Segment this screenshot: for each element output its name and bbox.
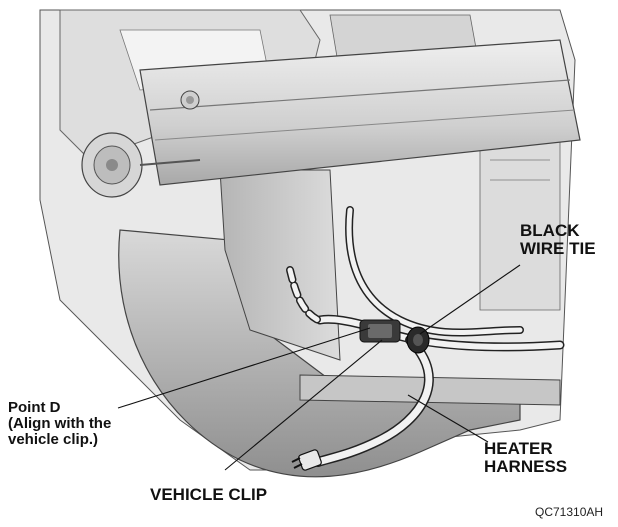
- figure-code: QC71310AH: [535, 505, 604, 519]
- leader-black-wire-tie: [419, 264, 521, 335]
- leader-heater-harness: [407, 394, 489, 443]
- label-heater-harness: HEATER HARNESS: [484, 439, 568, 477]
- cross-beam: [139, 39, 581, 186]
- leader-point-d: [117, 327, 371, 409]
- vehicle-clip: [359, 319, 401, 343]
- label-vehicle-clip: VEHICLE CLIP: [150, 485, 268, 504]
- label-black-wire-tie: BLACK WIRE TIE: [520, 221, 596, 259]
- leader-lines: [117, 264, 521, 471]
- black-wire-tie: [406, 326, 430, 354]
- leader-vehicle-clip: [224, 339, 383, 471]
- label-point-d: Point D (Align with the vehicle clip.): [8, 399, 112, 449]
- harness-plug: [291, 449, 322, 471]
- horn: [81, 132, 201, 198]
